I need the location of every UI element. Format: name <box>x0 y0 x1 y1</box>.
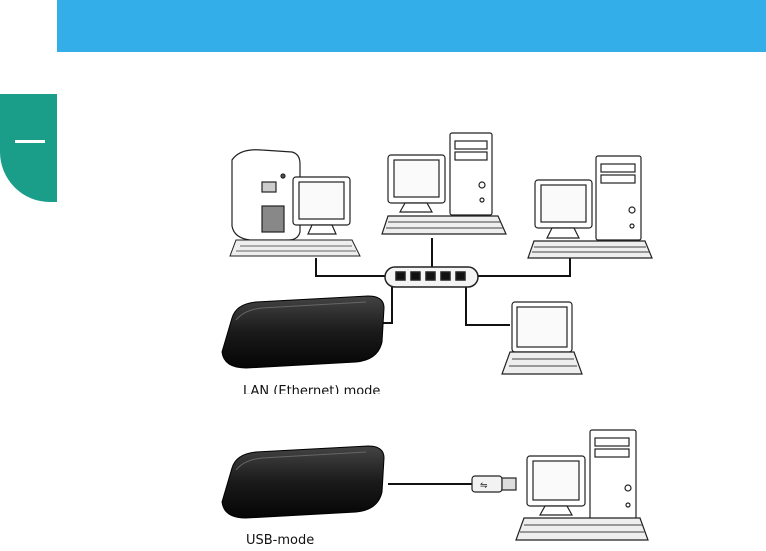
external-hard-drive-lan <box>222 296 384 368</box>
laptop <box>502 302 582 374</box>
external-hard-drive-usb <box>222 446 384 518</box>
desktop-pc-center <box>382 133 506 234</box>
usb-mode-caption: USB-mode <box>246 533 314 548</box>
svg-text:⇋: ⇋ <box>480 481 488 491</box>
usb-plug-icon: ⇋ <box>472 476 516 492</box>
monitor-left <box>293 177 350 234</box>
network-switch <box>385 267 478 287</box>
lan-mode-caption: LAN (Ethernet) mode <box>243 383 380 394</box>
desktop-pc-usb <box>516 430 648 540</box>
desktop-pc-right <box>528 156 652 258</box>
mac-tower-computer <box>232 150 300 240</box>
keyboard-left <box>230 240 360 256</box>
